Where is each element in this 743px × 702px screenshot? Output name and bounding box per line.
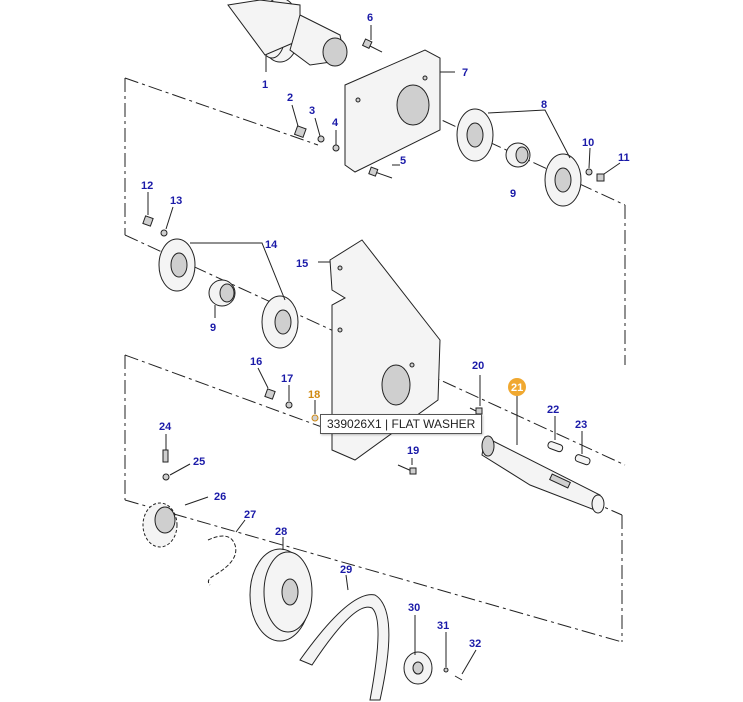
- part-label-12[interactable]: 12: [141, 180, 153, 192]
- part-tooltip: 339026X1 | FLAT WASHER: [320, 414, 483, 434]
- part-9-bearing-top: [505, 142, 531, 168]
- part-29-v-belt: [299, 574, 390, 701]
- part-label-8[interactable]: 8: [541, 99, 547, 111]
- part-23-key: [574, 431, 591, 466]
- part-label-16[interactable]: 16: [250, 356, 262, 368]
- part-label-9-middle[interactable]: 9: [210, 322, 216, 334]
- part-12-nut: [142, 192, 154, 227]
- part-label-27[interactable]: 27: [244, 509, 256, 521]
- part-11-nut: [596, 162, 621, 182]
- part-label-10[interactable]: 10: [582, 137, 594, 149]
- part-label-29[interactable]: 29: [340, 564, 352, 576]
- part-14-flange-pair: [158, 238, 299, 349]
- part-25-nut: [162, 463, 191, 481]
- part-label-31[interactable]: 31: [437, 620, 449, 632]
- part-18-flat-washer[interactable]: [311, 400, 319, 422]
- part-10-washer: [585, 147, 593, 176]
- part-label-30[interactable]: 30: [408, 602, 420, 614]
- part-label-11[interactable]: 11: [618, 152, 630, 164]
- part-3-washer: [314, 117, 325, 143]
- part-31-washer: [443, 632, 449, 673]
- part-32-bolt: [454, 649, 477, 681]
- part-label-32[interactable]: 32: [469, 638, 481, 650]
- part-label-20[interactable]: 20: [472, 360, 484, 372]
- part-label-1[interactable]: 1: [262, 79, 268, 91]
- part-label-25[interactable]: 25: [193, 456, 205, 468]
- part-label-24[interactable]: 24: [159, 421, 172, 433]
- part-label-6[interactable]: 6: [367, 12, 373, 24]
- group-outline-lower: [124, 354, 623, 643]
- part-label-26[interactable]: 26: [214, 491, 226, 503]
- part-13-washer: [160, 206, 174, 237]
- part-label-15[interactable]: 15: [296, 258, 308, 270]
- part-4-washer: [332, 130, 340, 152]
- part-label-21[interactable]: 21: [511, 382, 523, 394]
- part-9-bearing-middle: [208, 279, 236, 318]
- part-label-19[interactable]: 19: [407, 445, 419, 457]
- part-label-5[interactable]: 5: [400, 155, 406, 167]
- part-15-side-plate: [318, 239, 441, 461]
- part-26-sprocket: [142, 496, 209, 548]
- part-label-4[interactable]: 4: [332, 117, 339, 129]
- part-24-set-screw: [162, 434, 169, 463]
- part-8-flange-pair: [456, 108, 582, 207]
- part-label-28[interactable]: 28: [275, 526, 287, 538]
- part-label-18[interactable]: 18: [308, 389, 320, 401]
- part-label-22[interactable]: 22: [547, 404, 559, 416]
- part-30-hub: [403, 615, 433, 685]
- part-6-bolt: [361, 25, 383, 53]
- part-16-nut: [257, 367, 276, 400]
- part-2-nut: [291, 104, 307, 139]
- part-22-key: [547, 416, 564, 453]
- part-27-chain: [207, 519, 246, 586]
- part-5-bolt: [368, 164, 400, 179]
- part-label-17[interactable]: 17: [281, 373, 293, 385]
- selected-part-marker: [508, 378, 526, 396]
- part-19-bolt: [397, 458, 417, 475]
- part-label-14[interactable]: 14: [265, 239, 278, 251]
- part-1-drive-shaft: [227, 0, 348, 72]
- part-7-mounting-plate: [344, 49, 455, 173]
- part-label-23[interactable]: 23: [575, 419, 587, 431]
- part-label-9-top[interactable]: 9: [510, 188, 516, 200]
- part-label-13[interactable]: 13: [170, 195, 182, 207]
- part-28-pulley: [249, 537, 313, 642]
- part-17-washer: [285, 385, 293, 409]
- part-label-7[interactable]: 7: [462, 67, 468, 79]
- part-label-3[interactable]: 3: [309, 105, 315, 117]
- part-label-2[interactable]: 2: [287, 92, 293, 104]
- part-21-drive-shaft[interactable]: [481, 395, 605, 514]
- part-tooltip-text: 339026X1 | FLAT WASHER: [327, 417, 476, 431]
